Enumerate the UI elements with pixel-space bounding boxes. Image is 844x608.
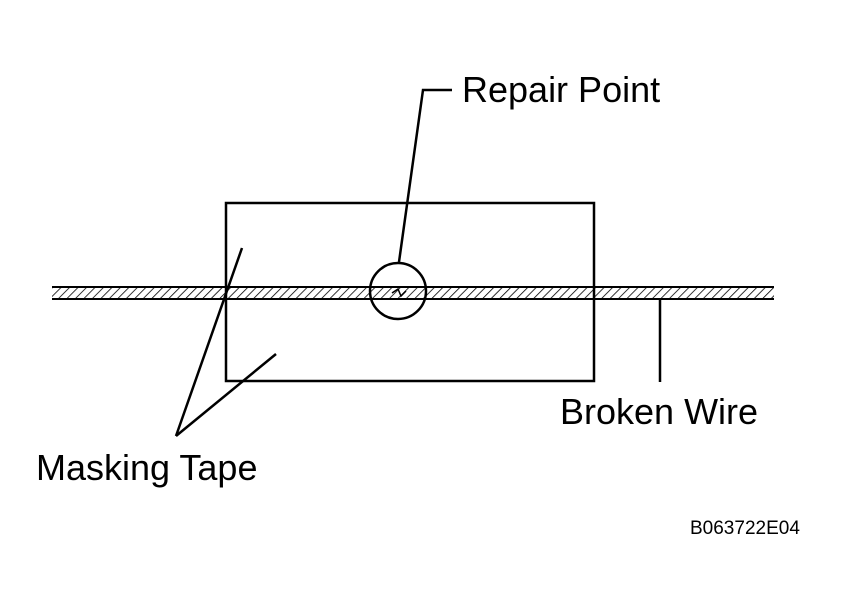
repair-point-leader (397, 88, 452, 263)
masking-tape-leaders (174, 247, 277, 437)
repair-point-circle (368, 261, 428, 321)
wire-break-mark (391, 287, 407, 298)
figure-code: B063722E04 (690, 518, 800, 539)
masking-tape-label: Masking Tape (36, 447, 258, 488)
broken-wire-label: Broken Wire (560, 391, 759, 432)
broken-wire (52, 286, 774, 300)
repair-point-label: Repair Point (462, 69, 661, 110)
